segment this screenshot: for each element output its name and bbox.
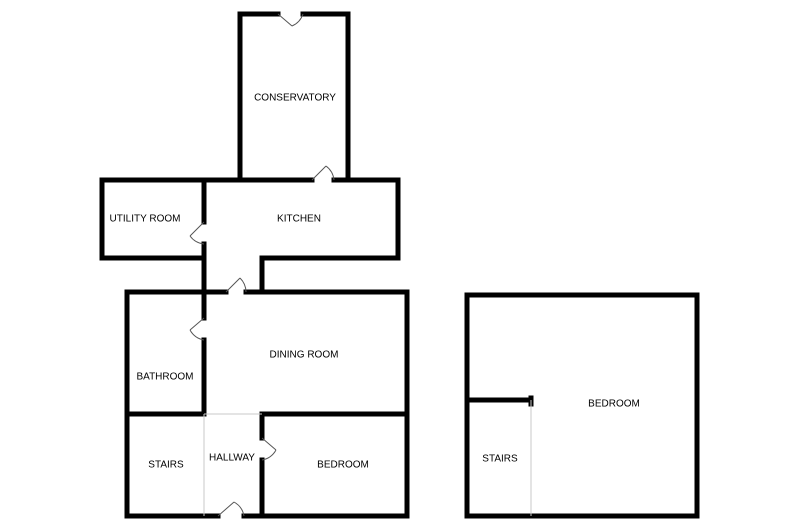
- label-utility-room: UTILITY ROOM: [110, 214, 181, 225]
- ground-floor: [99, 11, 410, 519]
- conservatory-entry-door: [277, 13, 304, 27]
- label-dining-room: DINING ROOM: [270, 350, 339, 361]
- bedroom-door: [261, 437, 277, 461]
- kitchen-conservatory-door: [311, 165, 335, 181]
- upper-floor: [464, 292, 700, 519]
- dining-kitchen-door: [225, 277, 247, 293]
- bathroom-door: [189, 317, 205, 341]
- label-hallway: HALLWAY: [209, 453, 255, 464]
- label-bedroom-upper: BEDROOM: [588, 399, 640, 410]
- utility-kitchen-walls: [99, 177, 401, 295]
- conservatory-walls: [237, 11, 351, 183]
- main-block-walls: [124, 289, 410, 519]
- label-stairs-upper: STAIRS: [482, 454, 518, 465]
- utility-door: [189, 221, 205, 245]
- label-bathroom: BATHROOM: [136, 372, 193, 383]
- label-kitchen: KITCHEN: [277, 214, 321, 225]
- label-bedroom-ground: BEDROOM: [317, 460, 369, 471]
- label-stairs-ground: STAIRS: [148, 460, 184, 471]
- label-conservatory: CONSERVATORY: [254, 93, 336, 104]
- front-door: [217, 501, 245, 517]
